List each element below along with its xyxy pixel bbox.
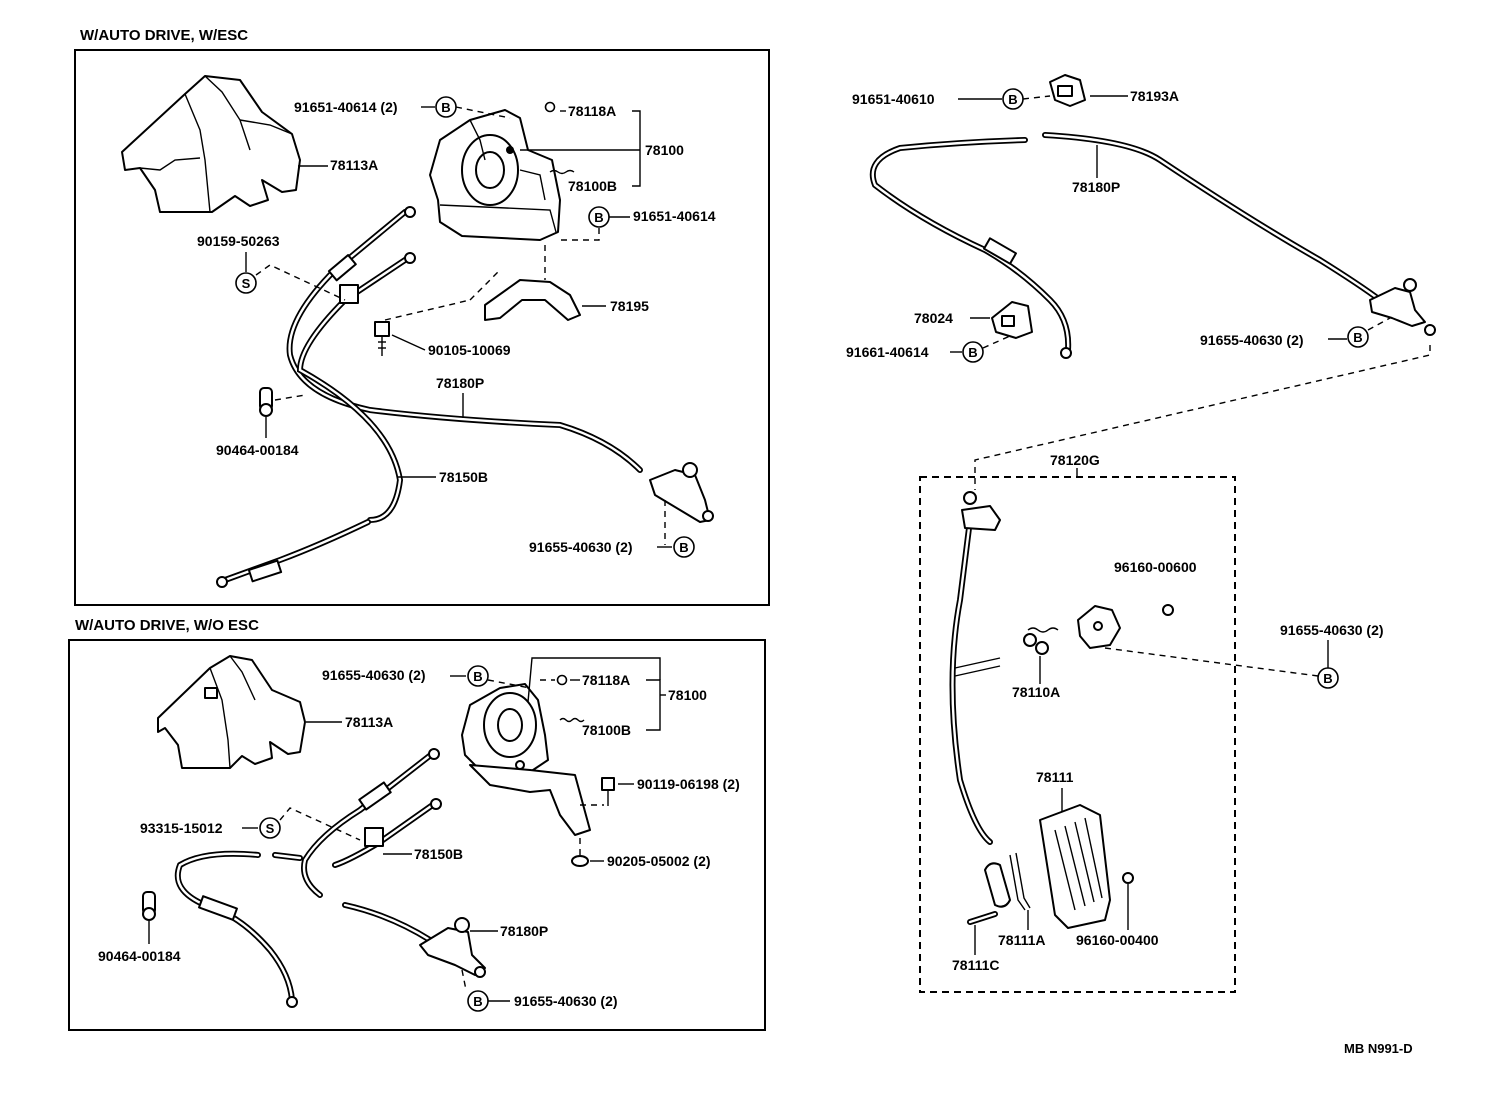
label-91655-40630-2-right: 91655-40630 (2) xyxy=(1200,332,1304,348)
symbol-b-6: B xyxy=(1008,92,1017,107)
label-91655-40630-2-pedal: 91655-40630 (2) xyxy=(1280,622,1384,638)
cables-esc-drawing xyxy=(216,206,643,588)
pin-78111c-drawing xyxy=(967,911,998,925)
label-91655-40630-2-wo: 91655-40630 (2) xyxy=(514,993,618,1009)
pedal-arm-drawing xyxy=(949,491,1001,845)
label-78100b: 78100B xyxy=(568,178,617,194)
actuator-78100-drawing xyxy=(429,109,561,241)
clip-90464-drawing xyxy=(259,387,273,417)
spring-78111a-drawing xyxy=(984,852,1031,911)
symbol-b-7: B xyxy=(968,345,977,360)
label-78113a-wo: 78113A xyxy=(345,714,393,730)
label-90119-06198-2: 90119-06198 (2) xyxy=(637,776,740,792)
bracket-78193a-drawing xyxy=(1049,74,1086,107)
symbol-b-5: B xyxy=(473,994,482,1009)
symbol-b-4: B xyxy=(473,669,482,684)
label-90205-05002-2: 90205-05002 (2) xyxy=(607,853,711,869)
bracket-right-drawing xyxy=(1077,605,1121,649)
label-78024: 78024 xyxy=(914,310,953,326)
label-91655-40630-2-wo-top: 91655-40630 (2) xyxy=(322,667,426,683)
label-90464-00184-esc: 90464-00184 xyxy=(216,442,299,458)
section-title-w-esc: W/AUTO DRIVE, W/ESC xyxy=(80,27,248,44)
symbol-b-3: B xyxy=(679,540,688,555)
label-78111: 78111 xyxy=(1036,769,1074,785)
cables-wo-esc-drawing xyxy=(174,748,442,1008)
symbol-b-9: B xyxy=(1323,671,1332,686)
label-91655-40630-2-esc: 91655-40630 (2) xyxy=(529,539,633,555)
symbol-b-2: B xyxy=(594,210,603,225)
label-78195: 78195 xyxy=(610,298,649,314)
label-90159-50263: 90159-50263 xyxy=(197,233,280,249)
bracket-78024-drawing xyxy=(991,301,1033,339)
label-91651-40614-2: 91651-40614 (2) xyxy=(294,99,398,115)
label-78193a: 78193A xyxy=(1130,88,1179,104)
label-93315-15012: 93315-15012 xyxy=(140,820,223,836)
label-78100: 78100 xyxy=(645,142,684,158)
cable-78180p-right-drawing xyxy=(869,132,1436,359)
cover-78113a-drawing xyxy=(121,75,301,213)
washer-90205-drawing xyxy=(571,855,589,867)
label-96160-00400: 96160-00400 xyxy=(1076,932,1159,948)
label-78111a: 78111A xyxy=(998,932,1046,948)
nut-96160-00600-drawing xyxy=(1162,604,1174,616)
section-title-wo-esc: W/AUTO DRIVE, W/O ESC xyxy=(75,617,259,634)
label-78180p-esc: 78180P xyxy=(436,375,484,391)
section-box-wo-esc xyxy=(68,639,766,1031)
symbol-s-2: S xyxy=(266,821,275,836)
label-78100-wo: 78100 xyxy=(668,687,707,703)
label-78111c: 78111C xyxy=(952,957,1000,973)
pedal-pad-78111-drawing xyxy=(1039,804,1111,929)
label-78118a: 78118A xyxy=(568,103,616,119)
label-96160-00600: 96160-00600 xyxy=(1114,559,1197,575)
label-78113a: 78113A xyxy=(330,157,378,173)
label-78150b-wo: 78150B xyxy=(414,846,463,862)
label-78118a-wo: 78118A xyxy=(582,672,630,688)
bracket-78195-drawing xyxy=(484,279,581,321)
stopper-96160-00400-drawing xyxy=(1122,872,1134,884)
label-78150b-esc: 78150B xyxy=(439,469,488,485)
label-78110a: 78110A xyxy=(1012,684,1060,700)
symbol-s-1: S xyxy=(242,276,251,291)
cover-78113a-wo-drawing xyxy=(157,655,306,769)
actuator-78100-wo-drawing xyxy=(461,683,591,836)
label-78100b-wo: 78100B xyxy=(582,722,631,738)
cable-end-fitting-esc xyxy=(649,462,714,523)
symbol-b-1: B xyxy=(441,100,450,115)
label-91661-40614: 91661-40614 xyxy=(846,344,929,360)
label-91651-40614: 91651-40614 xyxy=(633,208,716,224)
diagram-code: MB N991-D xyxy=(1344,1041,1413,1056)
label-78180p-wo: 78180P xyxy=(500,923,548,939)
label-91651-40610: 91651-40610 xyxy=(852,91,935,107)
bolt-90119-drawing xyxy=(601,777,615,806)
spring-78110a-drawing xyxy=(1023,627,1059,655)
clip-90464-wo-drawing xyxy=(142,891,156,921)
label-90105-10069: 90105-10069 xyxy=(428,342,511,358)
label-90464-00184-wo: 90464-00184 xyxy=(98,948,181,964)
symbol-b-8: B xyxy=(1353,330,1362,345)
assembly-box-78120g xyxy=(919,476,1236,993)
label-78180p-right: 78180P xyxy=(1072,179,1120,195)
screw-90105-drawing xyxy=(374,321,390,356)
cable-end-fitting-wo xyxy=(419,917,486,978)
section-box-w-esc xyxy=(74,49,770,606)
label-78120g: 78120G xyxy=(1050,452,1100,468)
